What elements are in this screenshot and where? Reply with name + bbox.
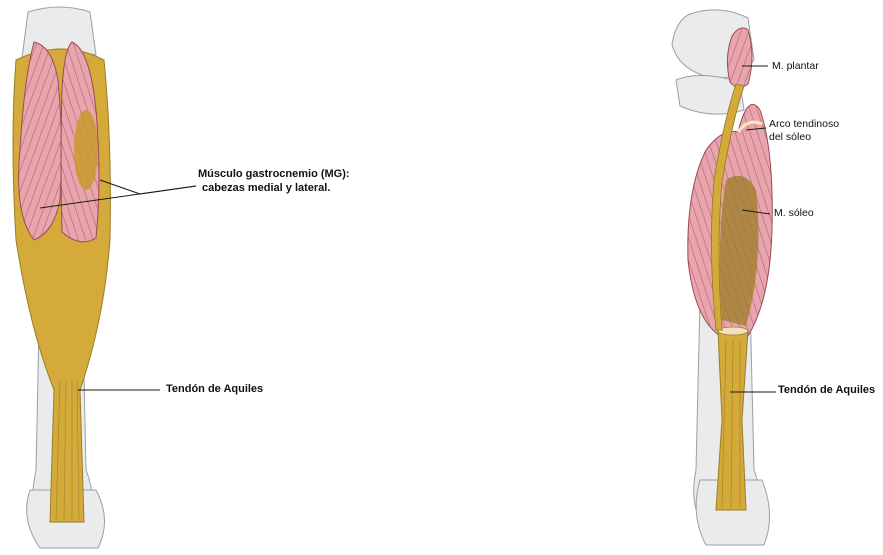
- right-leg-figure: [672, 10, 772, 545]
- soleus-arch-label-line1: Arco tendinoso: [769, 118, 839, 131]
- left-leg-figure: [13, 7, 110, 548]
- gastrocnemius-label-line2: cabezas medial y lateral.: [198, 182, 350, 196]
- right-achilles-label: Tendón de Aquiles: [778, 384, 875, 398]
- left-achilles-label: Tendón de Aquiles: [166, 383, 263, 397]
- soleus-arch-label-line2: del sóleo: [769, 131, 839, 144]
- gastrocnemius-label-line1: Músculo gastrocnemio (MG):: [198, 168, 350, 182]
- gastrocnemius-label: Músculo gastrocnemio (MG): cabezas media…: [198, 168, 350, 196]
- left-aponeurosis: [74, 110, 98, 190]
- soleus-label: M. sóleo: [774, 207, 814, 220]
- right-tendon-cut: [718, 327, 748, 335]
- plantaris-label: M. plantar: [772, 60, 819, 73]
- soleus-arch-label: Arco tendinoso del sóleo: [769, 118, 839, 144]
